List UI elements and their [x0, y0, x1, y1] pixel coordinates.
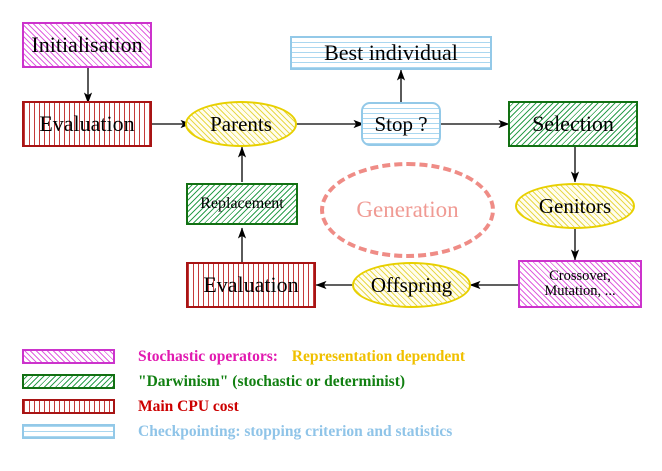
node-replacement-label: Replacement — [200, 194, 284, 212]
node-evaluation-top[interactable]: Evaluation — [22, 101, 152, 147]
legend-text-primary-checkpointing: Checkpointing: stopping criterion and st… — [138, 422, 453, 440]
node-parents[interactable]: Parents — [185, 101, 297, 147]
node-parents-label: Parents — [210, 111, 272, 136]
legend-label-checkpointing: Checkpointing: stopping criterion and st… — [138, 423, 452, 441]
legend-text-primary-cpu: Main CPU cost — [138, 397, 239, 415]
legend-text-secondary-representation: Representation dependent — [291, 347, 466, 365]
node-generation: Generation — [320, 162, 495, 258]
node-offspring-label: Offspring — [370, 272, 453, 297]
legend-text-primary-darwinism: "Darwinism" (stochastic or determinist) — [138, 372, 406, 390]
node-replacement[interactable]: Replacement — [186, 183, 298, 225]
node-genitors-label: Genitors — [538, 193, 612, 218]
node-evaluation-bottom[interactable]: Evaluation — [186, 262, 316, 308]
node-evaluation-top-label: Evaluation — [39, 111, 135, 137]
node-stop[interactable]: Stop ? — [361, 102, 441, 146]
legend-text-primary-stochastic: Stochastic operators: — [138, 347, 278, 365]
legend-label-main-cpu-cost: Main CPU cost — [138, 398, 239, 416]
legend-row-stochastic-operators: Stochastic operators: Representation dep… — [22, 344, 465, 369]
node-generation-label: Generation — [356, 196, 459, 222]
legend-swatch-green-hatch — [22, 374, 115, 389]
node-offspring[interactable]: Offspring — [352, 262, 471, 308]
node-best-individual-label: Best individual — [324, 40, 458, 66]
node-crossover-mutation-label-line1: Crossover, — [549, 267, 611, 284]
legend-swatch-magenta-hatch — [22, 349, 115, 364]
node-initialisation[interactable]: Initialisation — [22, 22, 152, 68]
node-crossover-mutation-label-line2: Mutation, ... — [544, 283, 616, 299]
node-crossover-mutation[interactable]: Crossover, Mutation, ... — [518, 260, 642, 308]
node-evaluation-bottom-label: Evaluation — [203, 272, 299, 298]
legend-row-darwinism: "Darwinism" (stochastic or determinist) — [22, 369, 465, 394]
legend-swatch-red-hatch — [22, 399, 115, 414]
node-best-individual[interactable]: Best individual — [290, 36, 492, 70]
legend-row-checkpointing: Checkpointing: stopping criterion and st… — [22, 419, 465, 444]
legend-label-stochastic-operators: Stochastic operators: Representation dep… — [138, 348, 465, 366]
node-selection[interactable]: Selection — [508, 101, 638, 147]
node-genitors[interactable]: Genitors — [515, 183, 635, 229]
legend-swatch-blue-hatch — [22, 424, 115, 439]
legend-label-darwinism: "Darwinism" (stochastic or determinist) — [138, 373, 405, 391]
node-initialisation-label: Initialisation — [31, 32, 143, 58]
node-selection-label: Selection — [532, 111, 614, 137]
legend: Stochastic operators: Representation dep… — [22, 344, 465, 444]
node-stop-label: Stop ? — [374, 111, 428, 136]
legend-row-main-cpu-cost: Main CPU cost — [22, 394, 465, 419]
